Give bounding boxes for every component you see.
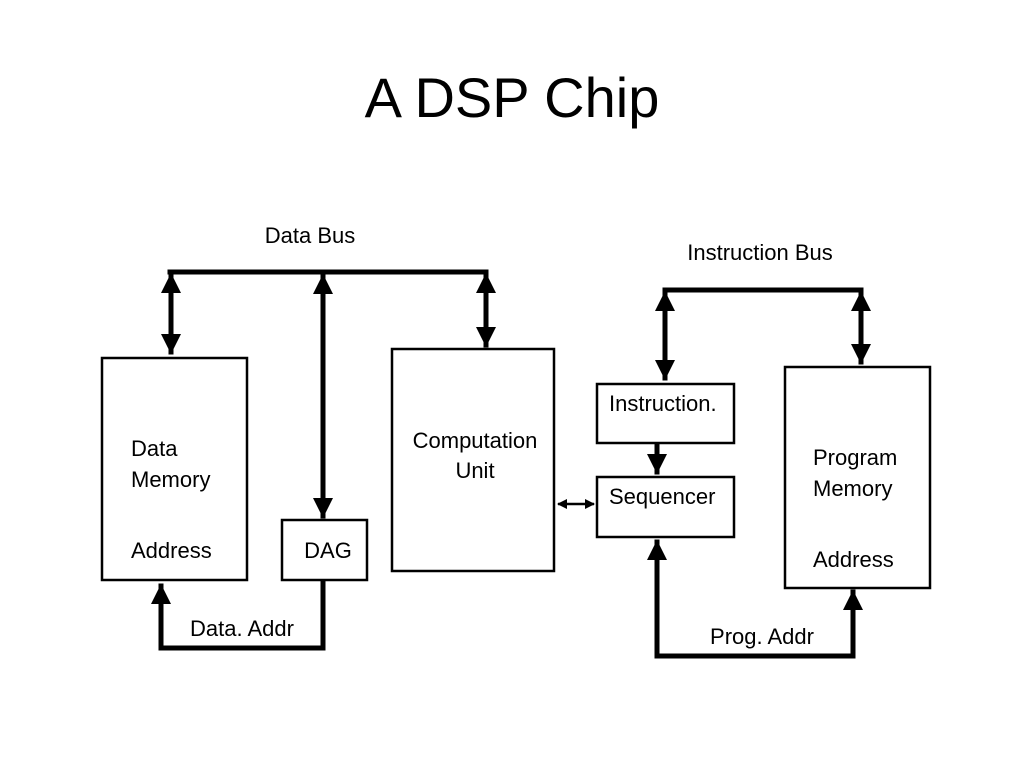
program-address-path: Prog. Addr: [647, 539, 863, 659]
computation-unit-label-line2: Unit: [455, 458, 494, 483]
program-memory-label-line1: Program: [813, 445, 897, 470]
instruction-block: Instruction.: [595, 382, 736, 445]
data-bus-label: Data Bus: [265, 223, 356, 248]
data-memory-label-line2: Memory: [131, 467, 210, 492]
dag-box: [280, 518, 369, 582]
instruction-bus: Instruction Bus: [655, 240, 871, 381]
prog-addr-label: Prog. Addr: [710, 624, 814, 649]
sequencer-block: Sequencer: [595, 475, 736, 539]
computation-unit-block: Computation Unit: [390, 347, 556, 573]
instruction-label: Instruction.: [609, 391, 717, 416]
data-memory-box: [100, 356, 249, 582]
dag-block: DAG: [280, 518, 369, 582]
computation-unit-label-line1: Computation: [413, 428, 538, 453]
instruction-bus-label: Instruction Bus: [687, 240, 833, 265]
sequencer-box: [595, 475, 736, 539]
data-memory-address-label: Address: [131, 538, 212, 563]
program-memory-block: Program Memory Address: [783, 365, 932, 590]
computation-unit-box: [390, 347, 556, 573]
data-addr-arrow: [151, 580, 326, 651]
dag-label: DAG: [304, 538, 352, 563]
slide-title: A DSP Chip: [364, 66, 660, 129]
data-address-path: Data. Addr: [151, 580, 326, 651]
data-addr-label: Data. Addr: [190, 616, 294, 641]
instruction-box: [595, 382, 736, 445]
sequencer-label: Sequencer: [609, 484, 715, 509]
prog-addr-arrow: [647, 539, 863, 659]
program-memory-label-line2: Memory: [813, 476, 892, 501]
program-memory-address-label: Address: [813, 547, 894, 572]
data-memory-label-line1: Data: [131, 436, 178, 461]
data-memory-block: Data Memory Address: [100, 356, 249, 582]
data-bus: Data Bus: [161, 223, 496, 519]
